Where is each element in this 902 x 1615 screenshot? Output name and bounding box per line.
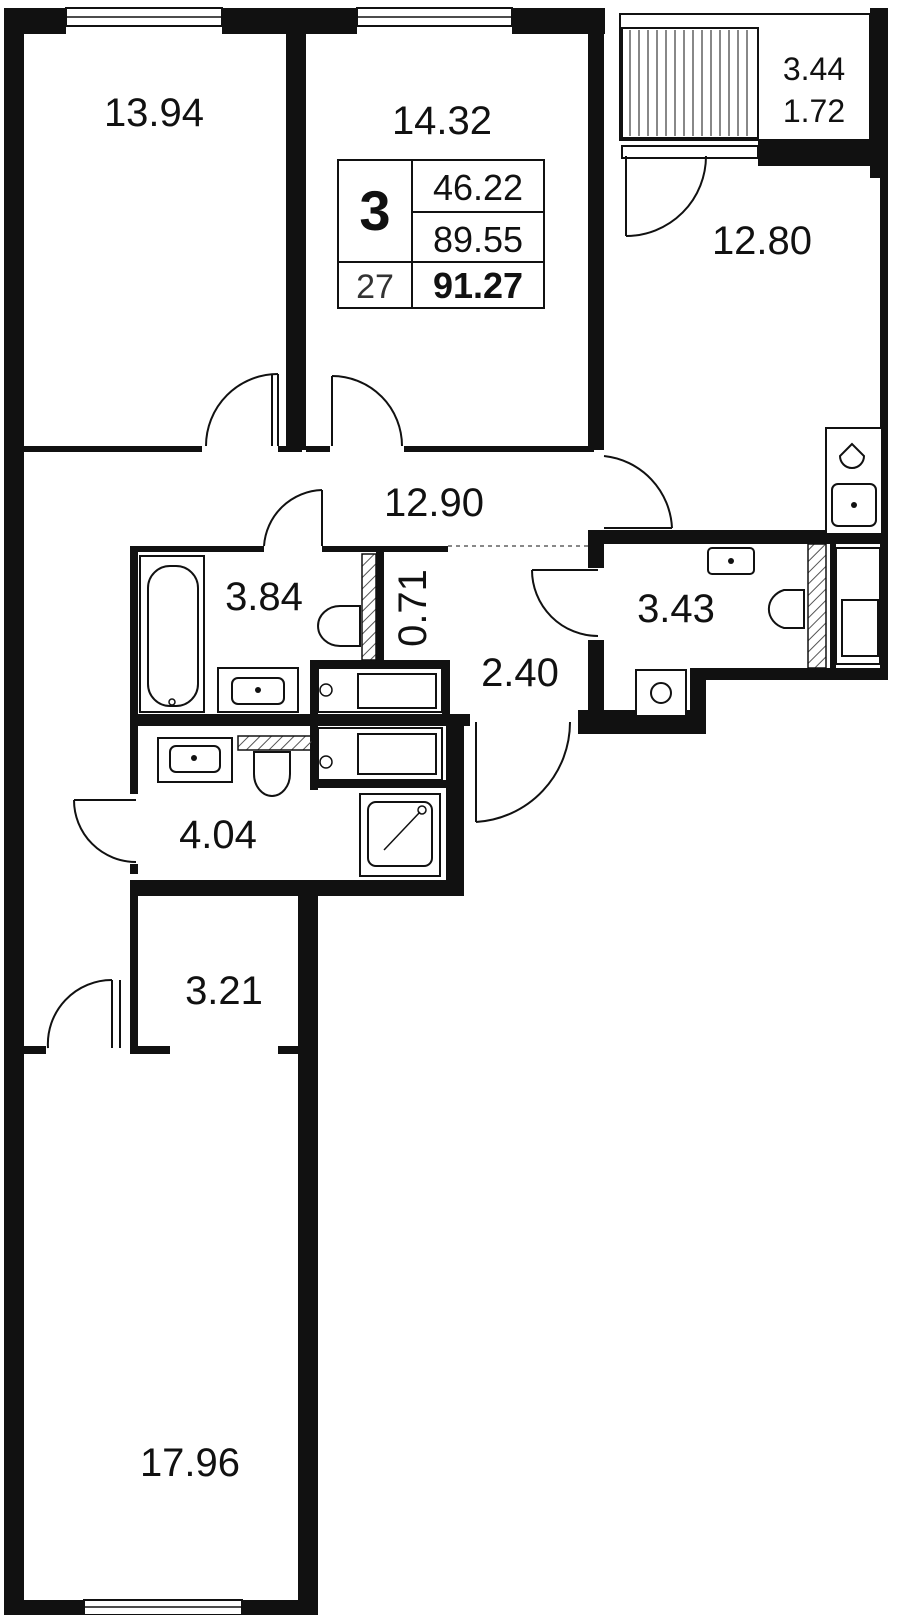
room-area-balcony: 3.44 <box>783 51 845 87</box>
living-area: 46.22 <box>433 167 523 208</box>
walls <box>4 8 888 1615</box>
room-area-hallway: 12.90 <box>384 481 484 525</box>
room-area-storage: 0.71 <box>391 569 435 647</box>
room-area-passage: 3.21 <box>185 969 263 1013</box>
doors <box>46 155 707 1049</box>
room-area-toilet: 3.43 <box>637 587 715 631</box>
room-labels: 13.94 14.32 12.80 3.44 1.72 12.90 3.84 0… <box>104 51 845 1485</box>
total-area: 89.55 <box>433 219 523 260</box>
room-area-corridor: 2.40 <box>481 651 559 695</box>
partitions <box>24 446 888 1054</box>
balcony <box>619 13 871 159</box>
room-area-shower-room: 4.04 <box>179 813 257 857</box>
room-area-bedroom-bottom: 17.96 <box>140 1441 240 1485</box>
room-area-bedroom-top-middle: 14.32 <box>392 99 492 143</box>
room-area-bedroom-top-left: 13.94 <box>104 91 204 135</box>
room-area-balcony-reduced: 1.72 <box>783 93 845 129</box>
fixtures <box>139 427 883 877</box>
room-area-bathroom: 3.84 <box>225 575 303 619</box>
floor-number: 27 <box>356 268 394 306</box>
info-box: 3 46.22 89.55 27 91.27 <box>337 159 545 309</box>
windows <box>65 7 513 1615</box>
total-area-with-balcony: 91.27 <box>433 265 523 306</box>
room-area-kitchen: 12.80 <box>712 219 812 263</box>
rooms-count: 3 <box>359 179 390 242</box>
